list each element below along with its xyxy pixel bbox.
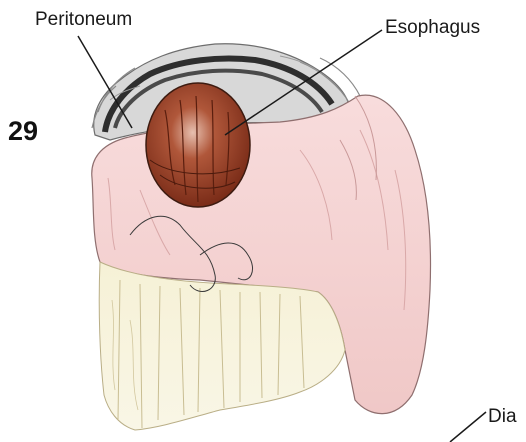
esophagus	[146, 83, 250, 207]
figure-number: 29	[8, 118, 38, 145]
esophagus-label: Esophagus	[385, 18, 480, 37]
diaphragm-label: Dia	[488, 407, 517, 426]
peritoneum-label: Peritoneum	[35, 10, 132, 29]
diaphragm-leader	[450, 412, 486, 442]
